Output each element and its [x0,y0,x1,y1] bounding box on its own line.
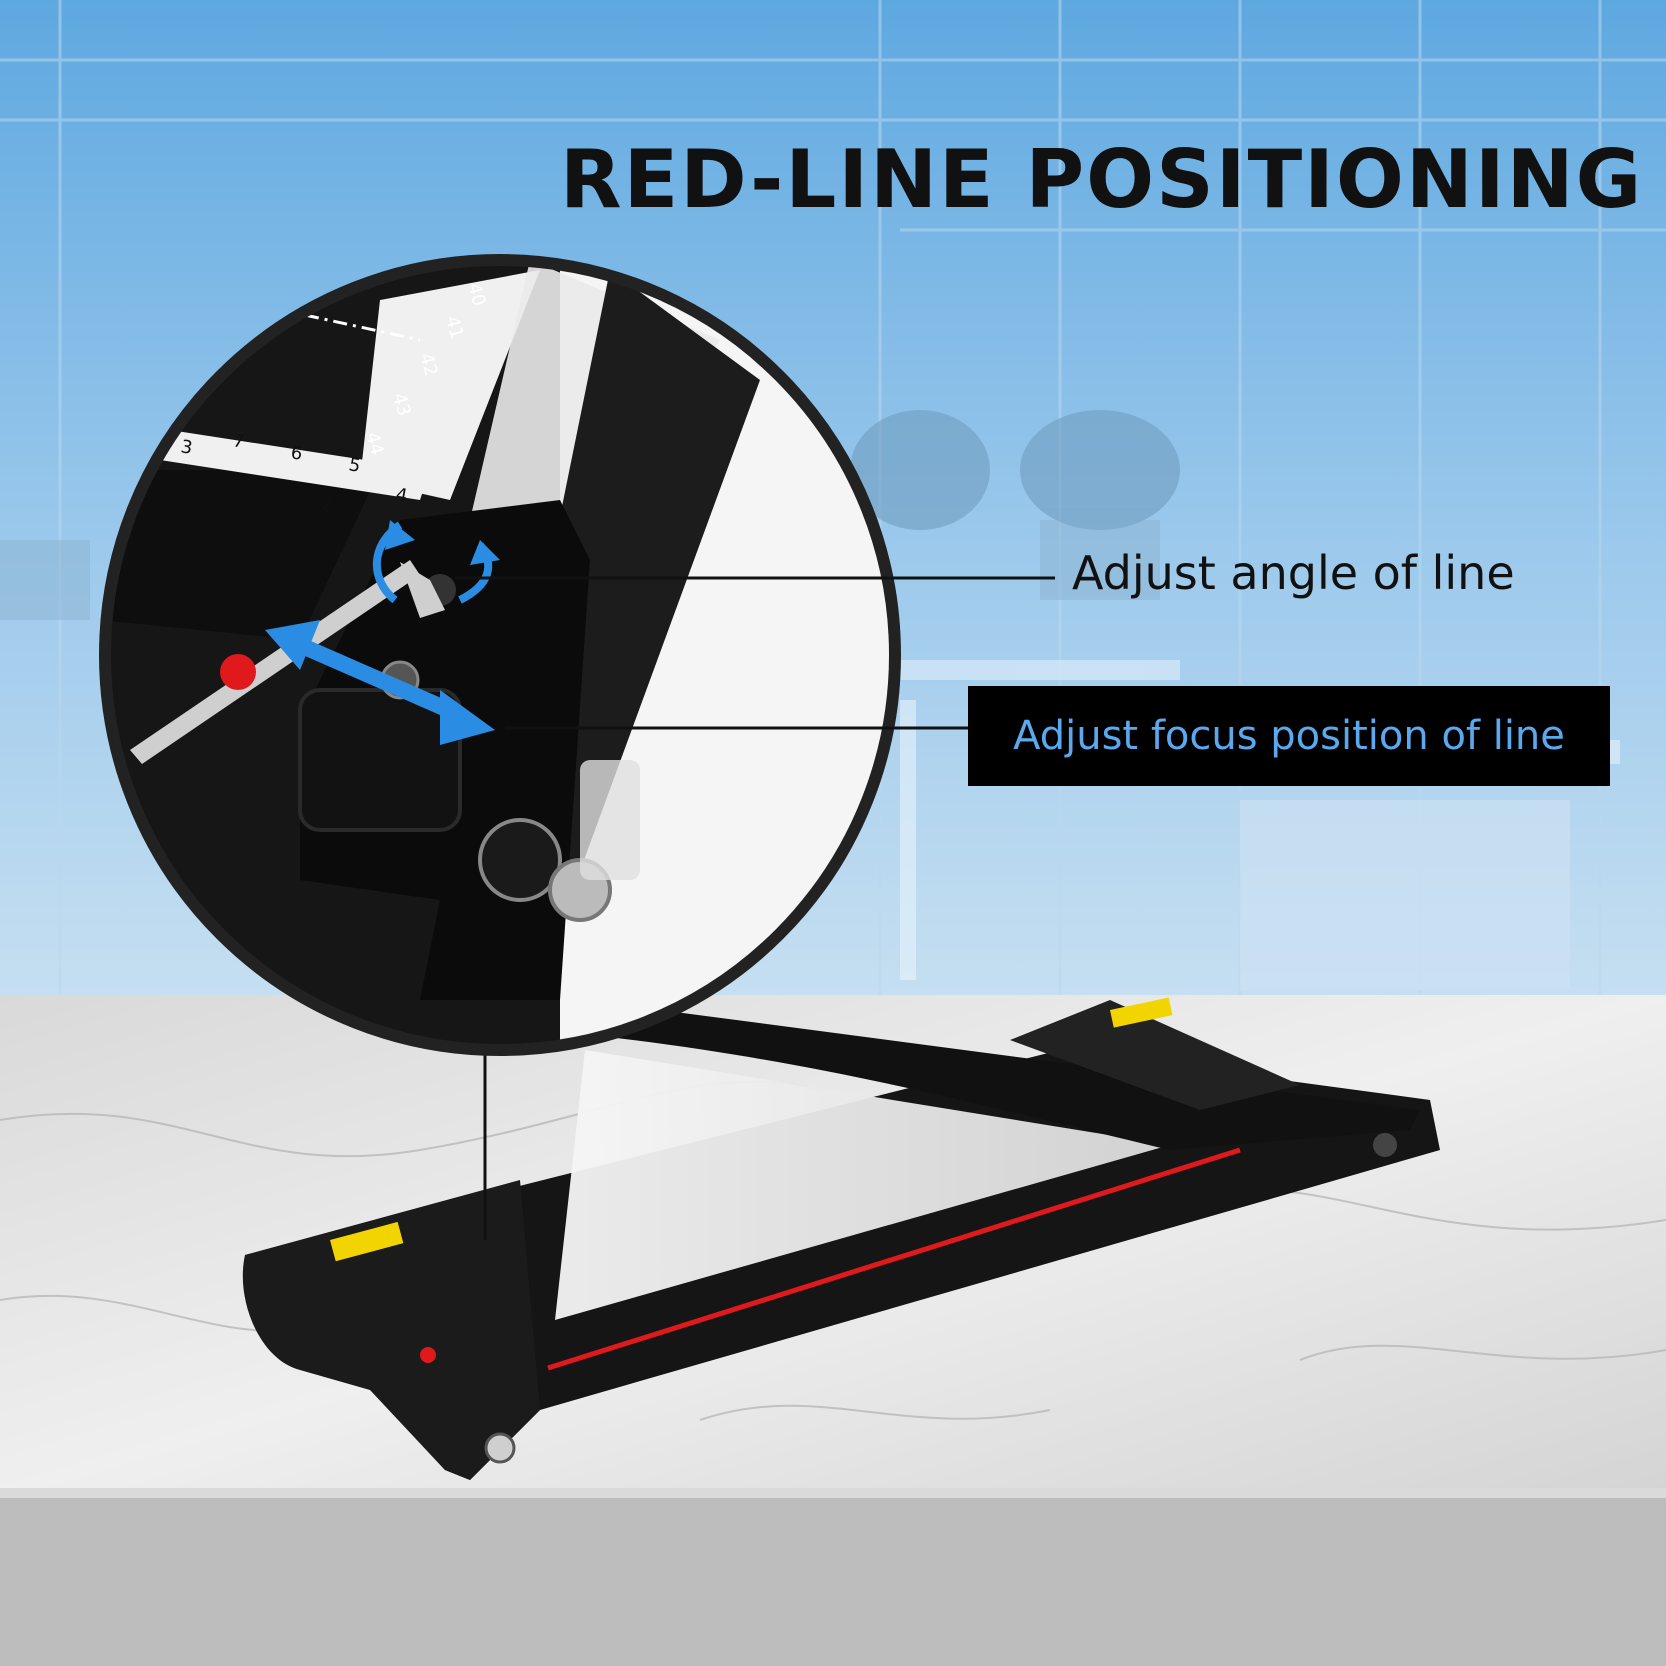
callout-focus-box: Adjust focus position of line [968,686,1610,786]
ruler-number: 6 [289,442,304,465]
callout-angle-label: Adjust angle of line [1072,546,1515,600]
counter-edge [0,1488,1666,1666]
focus-arrow [296,637,464,723]
ruler-number: 2 [319,494,334,517]
paper-cutter [242,997,1440,1480]
callout-focus-label: Adjust focus position of line [1013,713,1565,759]
blade-guard [555,1050,1170,1320]
red-knob [220,654,256,690]
zoom-detail-circle [99,254,901,1056]
ruler-number: 7 [231,430,246,453]
laser-line [547,1147,1241,1371]
ruler-number: 3 [179,436,194,459]
zoom-circle-border [99,254,901,1056]
ruler-number: 5 [347,454,362,477]
headline: RED-LINE POSITIONING [560,133,1644,226]
ruler-number: 4 [394,484,409,507]
